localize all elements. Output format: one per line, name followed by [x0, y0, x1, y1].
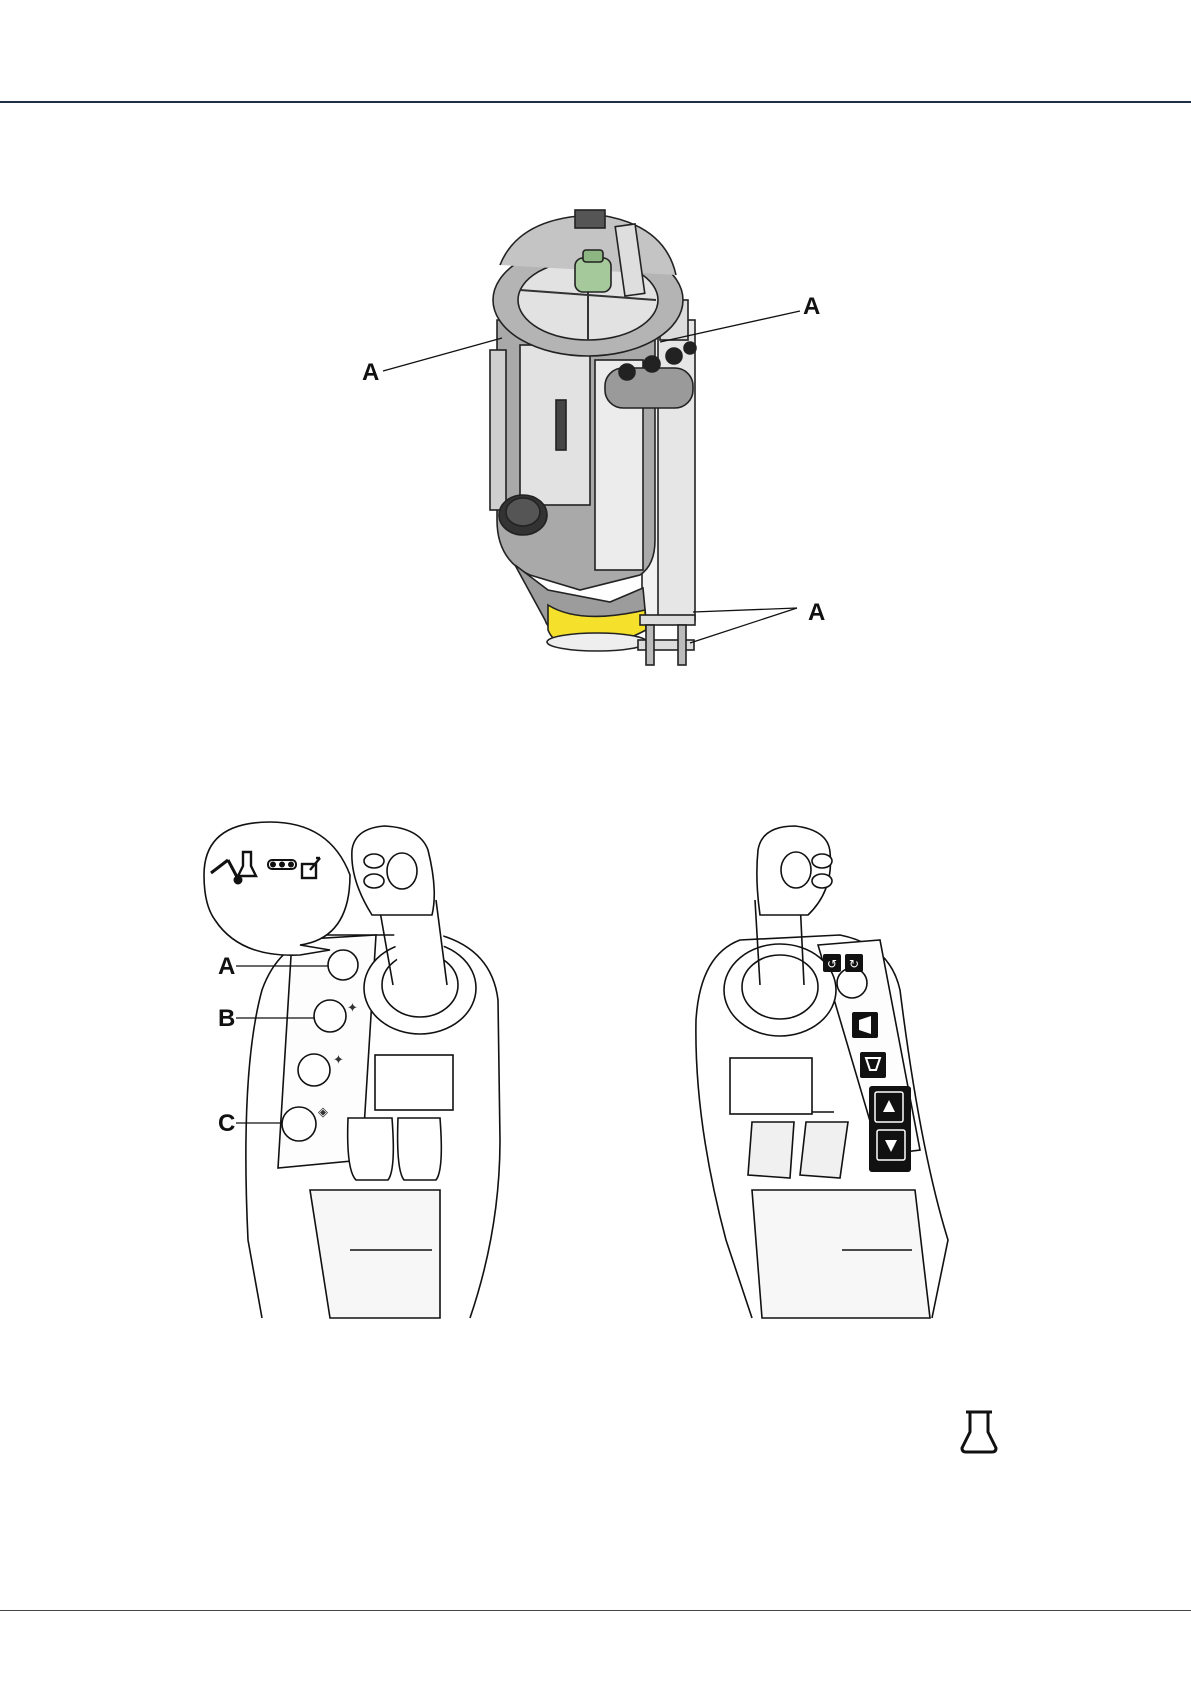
callout-a-bottom-right: A — [808, 599, 825, 626]
svg-text:◈: ◈ — [318, 1105, 328, 1120]
right-joystick-console — [696, 826, 948, 1318]
callout-b: B — [218, 1005, 235, 1032]
rotary-knob[interactable] — [837, 968, 867, 998]
svg-text:↺: ↺ — [827, 957, 837, 971]
callout-a-top-right: A — [803, 293, 820, 320]
button-a[interactable] — [328, 950, 358, 980]
svg-text:↻: ↻ — [849, 957, 859, 971]
callout-a-left: A — [362, 359, 379, 386]
button-b[interactable] — [314, 1000, 346, 1032]
side-nozzle-icon — [962, 1412, 996, 1452]
button-b2[interactable] — [298, 1054, 330, 1086]
hopper-icon[interactable] — [860, 1052, 886, 1078]
svg-text:✦: ✦ — [347, 1001, 358, 1016]
callout-a: A — [218, 953, 235, 980]
hopper-assembly-figure — [490, 210, 696, 665]
svg-text:✦: ✦ — [333, 1053, 344, 1068]
callout-c: C — [218, 1110, 235, 1137]
button-c[interactable] — [282, 1107, 316, 1141]
